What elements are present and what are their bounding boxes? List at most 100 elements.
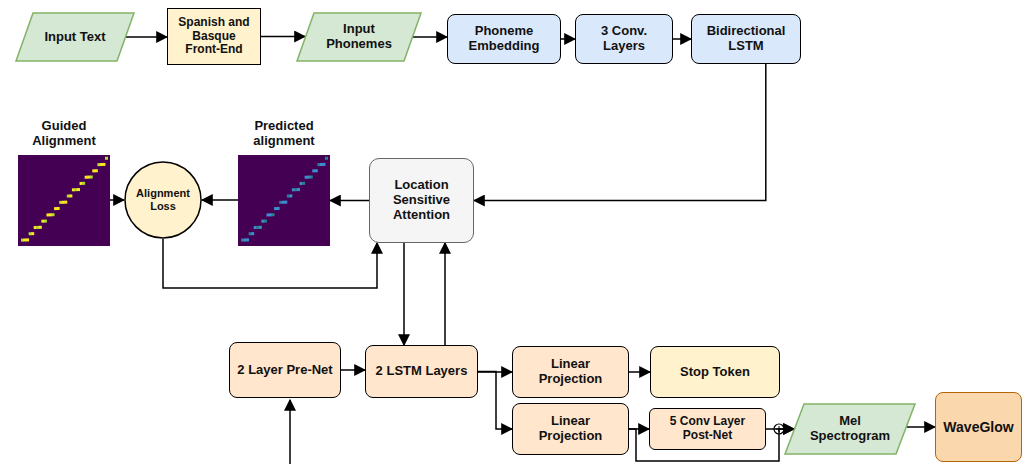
connector-arrow — [561, 38, 575, 40]
data-parallelogram: Mel Spectrogram — [784, 403, 916, 455]
connector-arrow — [126, 36, 167, 38]
text-block: 2 LSTM Layers — [376, 364, 468, 379]
alignment-cell — [259, 226, 262, 229]
node-label: 5 Conv Layer Post-Net — [656, 415, 759, 443]
alignment-cell — [302, 182, 305, 185]
node-label: Input Text — [44, 30, 105, 45]
alignment-image: Predicted alignment — [238, 113, 330, 246]
node-label: 2 Layer Pre-Net — [237, 363, 332, 378]
alignment-cell — [277, 207, 280, 210]
alignment-cell — [105, 157, 108, 160]
connector-arrow — [403, 243, 405, 345]
alignment-matrix — [18, 155, 110, 246]
process-box: WaveGlow — [935, 392, 1022, 462]
data-parallelogram: Input Phonemes — [296, 12, 422, 62]
connector-arrow — [413, 36, 447, 38]
node-label: WaveGlow — [943, 419, 1013, 435]
text-block: Predicted alignment — [238, 113, 330, 155]
process-box: Linear Projection — [512, 346, 629, 398]
connector-arrow — [444, 243, 446, 345]
text-block: Linear Projection — [519, 357, 622, 387]
node-label: 2 LSTM Layers — [376, 364, 468, 379]
process-box: 5 Conv Layer Post-Net — [649, 408, 766, 450]
text-block: Phoneme Embedding — [454, 24, 554, 54]
connector-arrow — [478, 372, 512, 430]
process-box: Location Sensitive Attention — [369, 158, 474, 243]
process-box: Phoneme Embedding — [447, 14, 561, 64]
text-block: Bidirectional LSTM — [698, 24, 794, 54]
alignment-cell — [95, 169, 98, 172]
circle-outline — [125, 162, 201, 238]
node-label: Bidirectional LSTM — [698, 24, 794, 54]
node-label: Linear Projection — [519, 357, 622, 387]
connector-arrow — [341, 369, 365, 371]
process-box: Linear Projection — [512, 403, 629, 455]
text-block: Guided Alignment — [18, 113, 110, 155]
alignment-cell — [64, 201, 67, 204]
alignment-cell — [44, 220, 47, 223]
connector-arrow — [474, 64, 766, 201]
node-label: Mel Spectrogram — [806, 414, 894, 444]
alignment-cell — [90, 175, 93, 178]
text-block: Mel Spectrogram — [806, 414, 894, 444]
process-box: Stop Token — [650, 346, 780, 398]
connector-arrow — [673, 38, 691, 40]
node-label: Linear Projection — [519, 414, 622, 444]
parallelogram-outline — [16, 13, 134, 61]
connector-arrow — [330, 200, 369, 202]
connector-arrow — [163, 239, 377, 288]
alignment-cell — [325, 157, 328, 160]
parallelogram-outline — [785, 404, 915, 454]
node-label: Location Sensitive Attention — [376, 178, 467, 223]
text-block: 3 Conv. Layers — [582, 24, 666, 54]
process-box: 2 Layer Pre-Net — [229, 342, 341, 398]
text-block: Location Sensitive Attention — [376, 178, 467, 223]
alignment-cell — [31, 232, 34, 235]
connector-arrow — [906, 426, 935, 428]
text-block: Input Phonemes — [316, 22, 402, 52]
process-box: 3 Conv. Layers — [575, 14, 673, 64]
alignment-cell — [102, 163, 105, 166]
connector-arrow — [261, 36, 305, 38]
node-label: 3 Conv. Layers — [582, 24, 666, 54]
matrix-ground — [238, 155, 330, 246]
data-parallelogram: Input Text — [15, 12, 135, 62]
text-block: 5 Conv Layer Post-Net — [656, 415, 759, 443]
node-label: Phoneme Embedding — [454, 24, 554, 54]
connector-arrow — [110, 199, 124, 201]
alignment-cell — [57, 207, 60, 210]
node-label: Input Phonemes — [316, 22, 402, 52]
alignment-cell — [52, 213, 55, 216]
text-block: Stop Token — [680, 365, 750, 380]
alignment-cell — [315, 169, 318, 172]
process-box: 2 LSTM Layers — [365, 345, 478, 398]
alignment-cell — [26, 238, 29, 241]
text-block: 2 Layer Pre-Net — [237, 363, 332, 378]
alignment-matrix — [238, 155, 330, 246]
connector-arrow — [629, 371, 650, 373]
alignment-cell — [284, 201, 287, 204]
alignment-cell — [272, 213, 275, 216]
node-label: Spanish and Basque Front-End — [174, 16, 254, 57]
process-box: Spanish and Basque Front-End — [167, 8, 261, 65]
loss-circle: Alignment Loss — [124, 161, 202, 239]
alignment-cell — [246, 238, 249, 241]
text-block: Linear Projection — [519, 414, 622, 444]
alignment-cell — [39, 226, 42, 229]
alignment-cell — [289, 194, 292, 197]
node-label: Predicted alignment — [238, 119, 330, 149]
text-block: Input Text — [44, 30, 105, 45]
alignment-cell — [264, 220, 267, 223]
alignment-cell — [251, 232, 254, 235]
text-block: WaveGlow — [943, 419, 1013, 435]
node-label: Alignment Loss — [132, 187, 194, 212]
alignment-cell — [297, 188, 300, 191]
alignment-image: Guided Alignment — [18, 113, 110, 246]
process-box: Bidirectional LSTM — [691, 14, 801, 64]
alignment-cell — [322, 163, 325, 166]
connector-arrow — [202, 199, 238, 201]
alignment-cell — [77, 188, 80, 191]
text-block: Spanish and Basque Front-End — [174, 16, 254, 57]
node-label: Stop Token — [680, 365, 750, 380]
